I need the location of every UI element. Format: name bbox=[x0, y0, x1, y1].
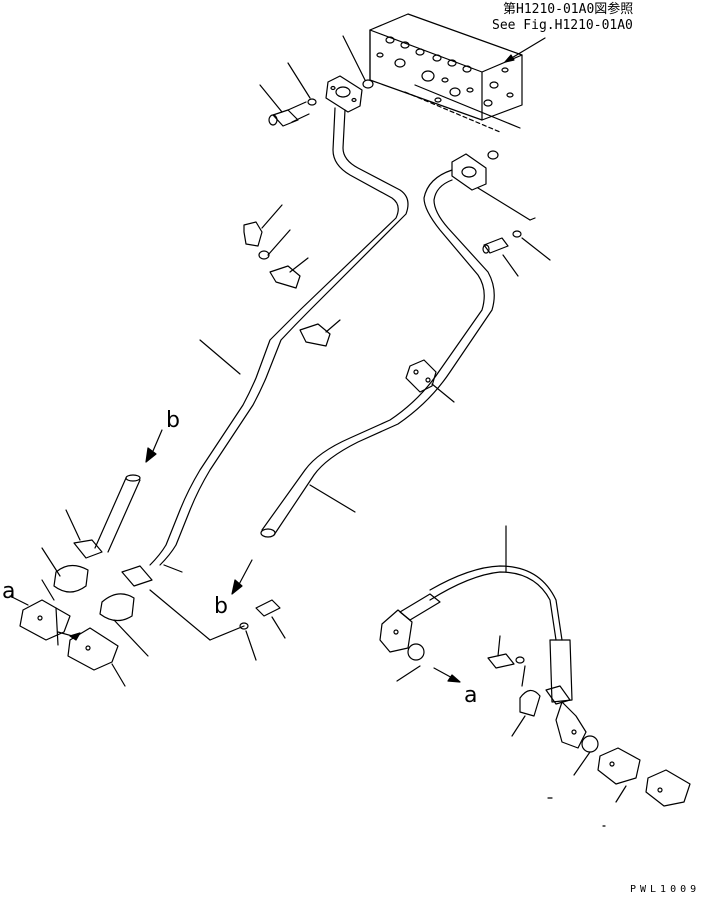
reference-note-english: See Fig.H1210-01A0 bbox=[492, 18, 633, 33]
flange-bolt-top-left bbox=[268, 101, 310, 127]
view-arrow-a-right bbox=[433, 667, 461, 683]
split-flange-bottom-left-a bbox=[53, 564, 89, 593]
valve-block-ports bbox=[376, 36, 514, 107]
view-label-b-bottom: b bbox=[214, 594, 228, 619]
washer-middle bbox=[258, 250, 270, 260]
right-hydraulic-pipe bbox=[260, 150, 551, 538]
o-ring-hose-right bbox=[581, 735, 599, 753]
pipe-clamp-bottom-left-b bbox=[121, 565, 153, 587]
washer-top-left bbox=[307, 98, 317, 106]
left-hydraulic-pipe bbox=[149, 35, 409, 566]
reference-arrowhead bbox=[504, 54, 515, 63]
pipe-clamp-right bbox=[405, 359, 437, 393]
hose-bolt-and-clamps bbox=[487, 635, 571, 737]
view-label-b-top: b bbox=[166, 408, 180, 433]
hose-sleeve-right bbox=[549, 639, 573, 703]
reference-note-japanese: 第H1210-01A0図参照 bbox=[503, 2, 634, 17]
control-valve-block bbox=[369, 13, 546, 133]
drawing-code: PWL1009 bbox=[630, 884, 701, 895]
hose-end-port-blocks bbox=[547, 747, 691, 827]
view-arrow-b-bottom bbox=[231, 559, 253, 595]
washer-bottom bbox=[239, 622, 249, 630]
washer-right bbox=[512, 230, 522, 238]
hose-assembly bbox=[379, 525, 599, 776]
view-label-a-right: a bbox=[464, 683, 478, 708]
view-label-a-left: a bbox=[2, 579, 16, 604]
flange-bolt-right bbox=[482, 237, 509, 254]
o-ring-top-right bbox=[487, 150, 499, 160]
valve-port-block-b bbox=[67, 627, 119, 671]
pipe-clamp-bottom-left-a bbox=[73, 539, 103, 559]
o-ring-top-left bbox=[362, 79, 374, 89]
split-flange-bottom-left-b bbox=[99, 593, 135, 622]
flange-bolt-bottom bbox=[239, 599, 286, 661]
pipe-clamp-upper-middle bbox=[199, 204, 341, 375]
view-arrow-b-top bbox=[145, 429, 163, 463]
right-split-flange-top bbox=[451, 153, 487, 191]
o-ring-hose-left bbox=[407, 643, 425, 661]
valve-port-block-a bbox=[19, 599, 71, 641]
left-split-flange-top bbox=[325, 75, 363, 113]
hose-elbow-fitting-right bbox=[555, 701, 587, 749]
bottom-left-pipe-ends bbox=[9, 474, 245, 687]
hose-elbow-fitting-left bbox=[379, 609, 413, 653]
